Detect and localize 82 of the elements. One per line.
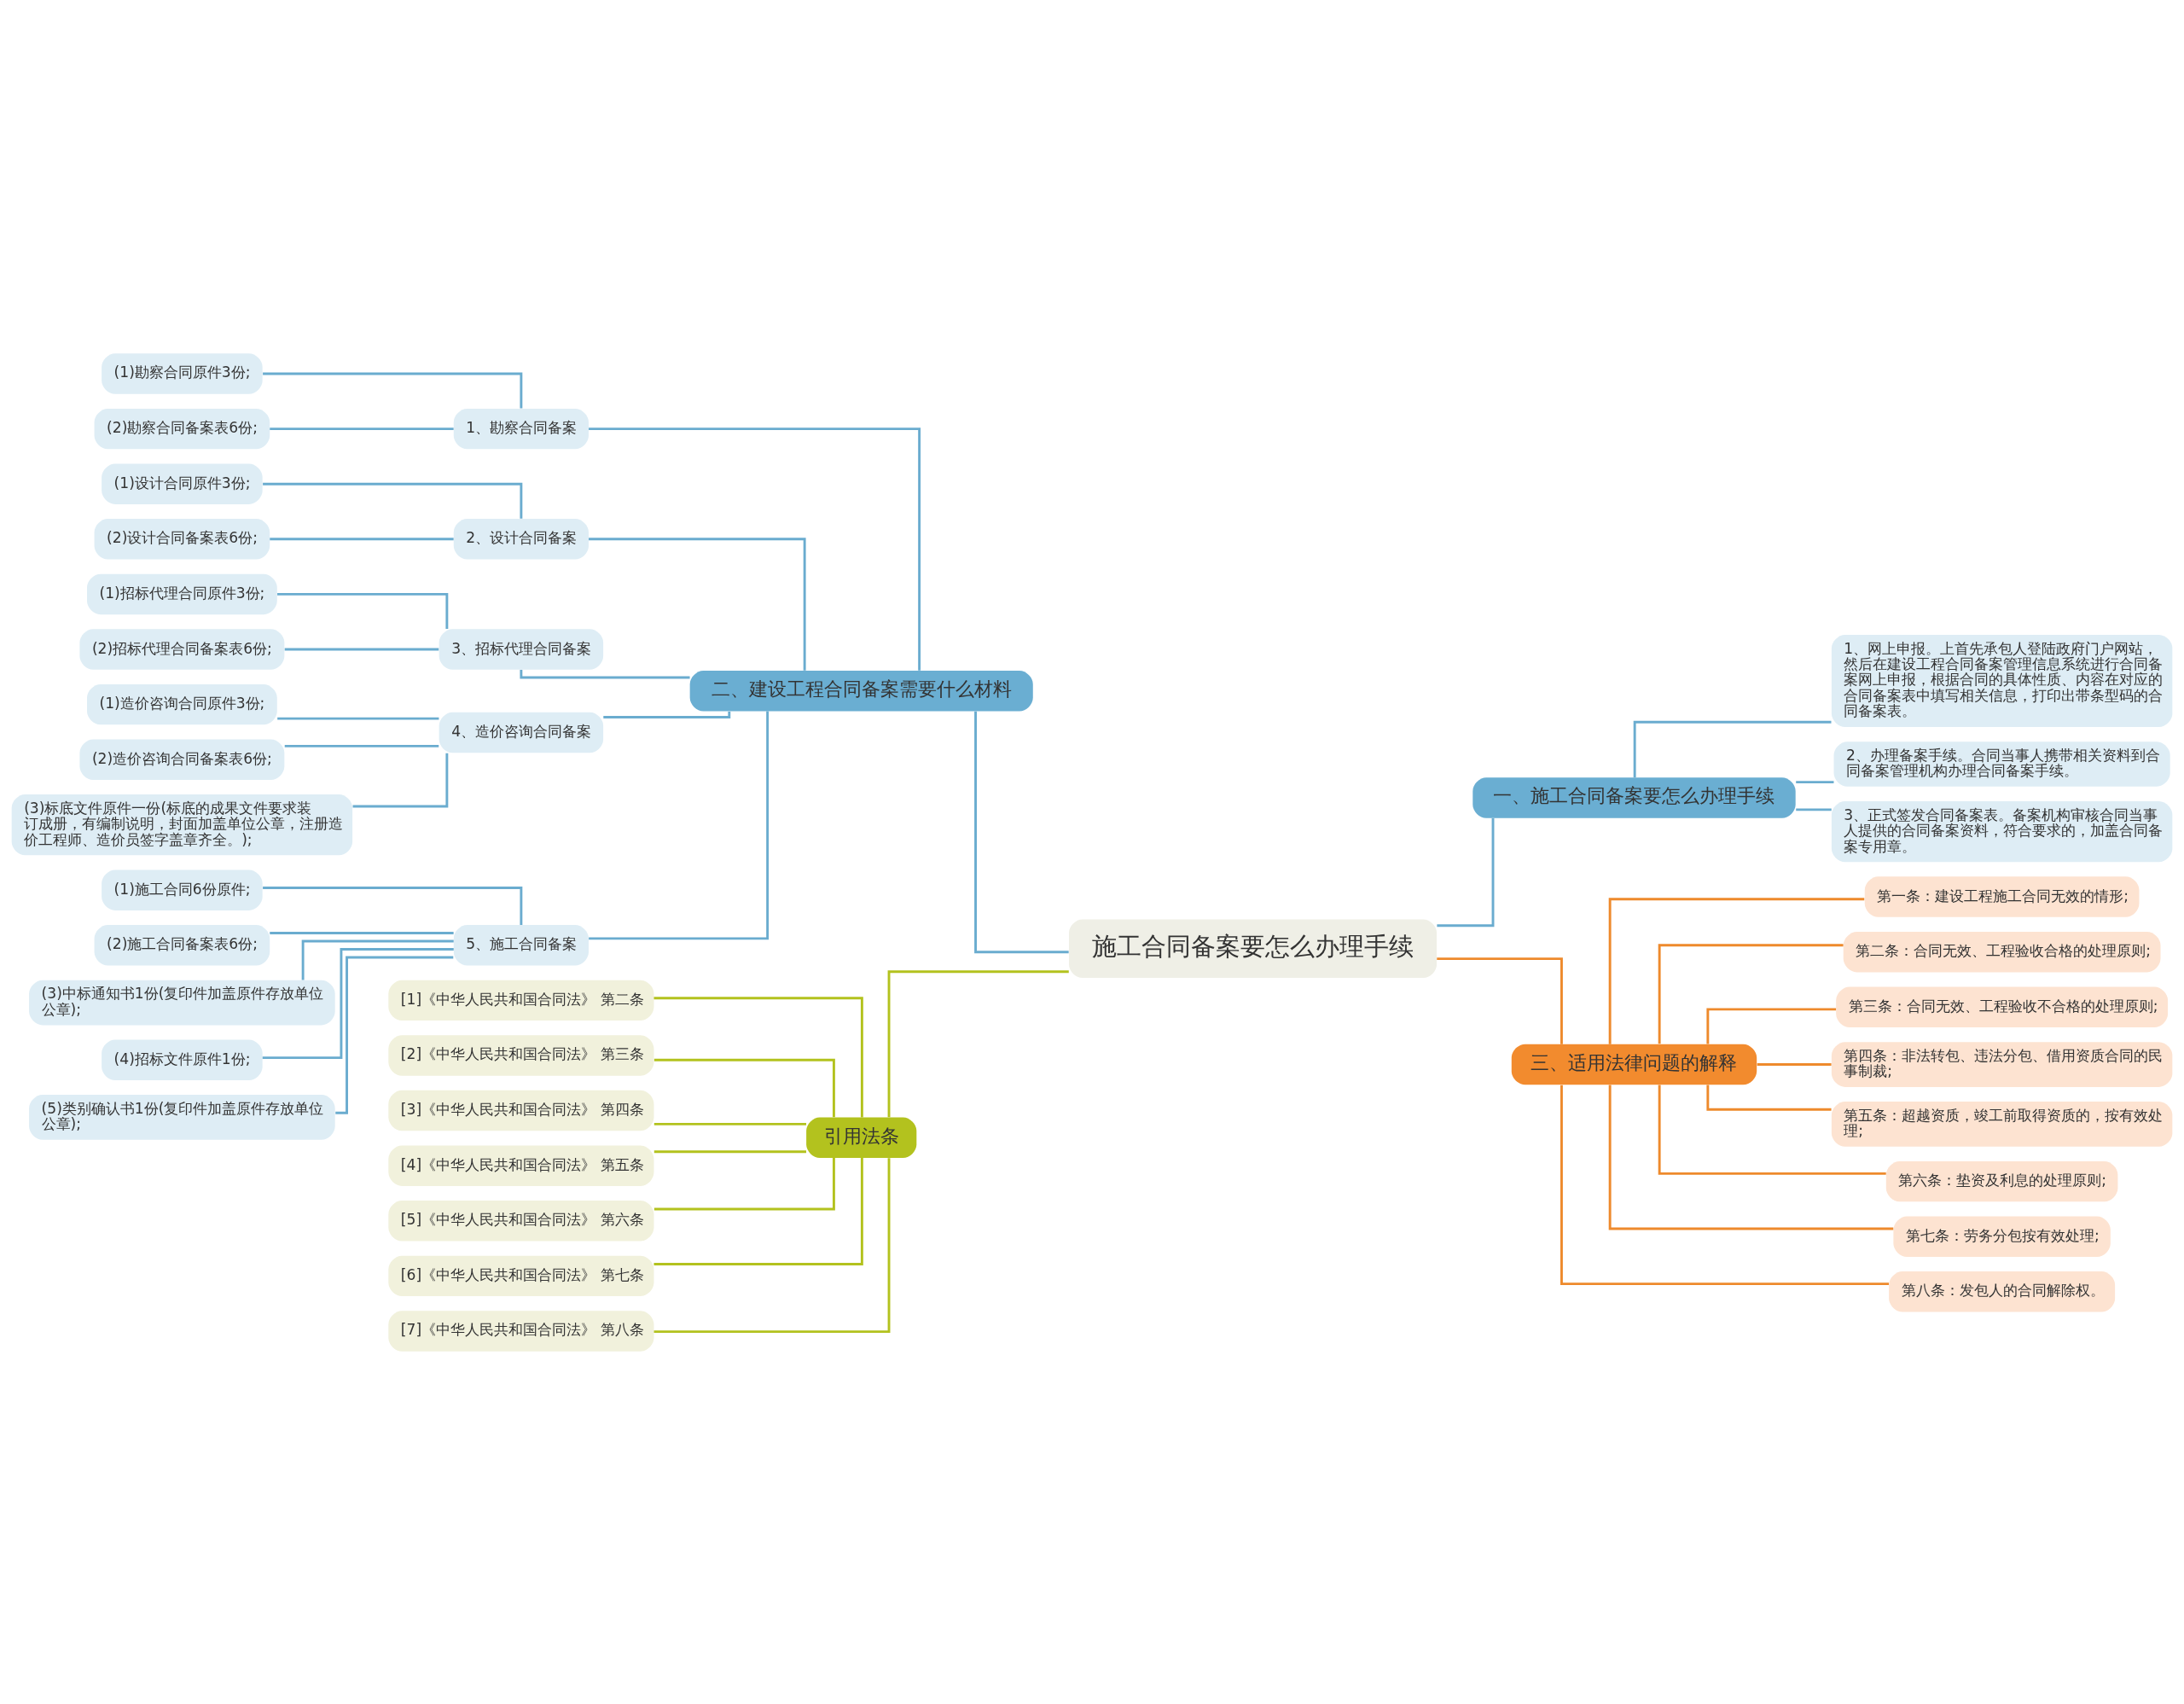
node-box: (2)招标代理合同备案表6份;	[79, 628, 285, 670]
node-box: 第四条：非法转包、违法分包、借用资质合同的民事制裁;	[1831, 1041, 2173, 1087]
node-box: 第五条：超越资质，竣工前取得资质的，按有效处理;	[1831, 1101, 2173, 1147]
node-box: (1)勘察合同原件3份;	[102, 352, 263, 394]
node-box: (2)造价咨询合同备案表6份;	[79, 739, 285, 780]
node-box: [3]《中华人民共和国合同法》 第四条	[388, 1090, 654, 1131]
node-box: [6]《中华人民共和国合同法》 第七条	[388, 1255, 654, 1296]
connector	[653, 1157, 835, 1210]
connector	[1706, 1084, 1832, 1111]
node-box: [2]《中华人民共和国合同法》 第三条	[388, 1034, 654, 1076]
node-box: 1、勘察合同备案	[453, 408, 589, 449]
connector	[1658, 943, 1844, 1044]
connector	[1757, 1062, 1832, 1066]
connector	[1560, 1085, 1889, 1285]
connector	[1796, 807, 1832, 811]
node-box: (1)施工合同6份原件;	[102, 869, 263, 910]
connector	[974, 711, 1069, 953]
connector	[262, 947, 454, 1059]
connector	[1796, 780, 1834, 783]
connector	[270, 537, 454, 540]
connector	[653, 1058, 835, 1117]
node-box: 第七条：劳务分包按有效处理;	[1893, 1216, 2111, 1257]
node-box: (1)设计合同原件3份;	[102, 463, 263, 504]
connector	[270, 931, 454, 934]
connector	[589, 711, 770, 939]
node-box: 引用法条	[806, 1117, 917, 1158]
connector	[352, 753, 449, 807]
connector	[887, 969, 1069, 1117]
node-box: 3、招标代理合同备案	[439, 628, 604, 670]
connector	[277, 592, 449, 629]
node-box: 施工合同备案要怎么办理手续	[1068, 918, 1438, 978]
connector	[653, 1122, 807, 1125]
connector	[653, 996, 863, 1117]
connector	[335, 956, 454, 1114]
connector	[603, 711, 731, 718]
node-box: 第八条：发包人的合同解除权。	[1889, 1271, 2116, 1312]
connector	[653, 1149, 807, 1153]
node-box: (1)造价咨询合同原件3份;	[87, 683, 277, 724]
connector	[263, 482, 523, 519]
connector	[263, 372, 523, 409]
node-box: [5]《中华人民共和国合同法》 第六条	[388, 1200, 654, 1241]
node-box: 第一条：建设工程施工合同无效的情形;	[1864, 875, 2140, 917]
node-box: 第二条：合同无效、工程验收合格的处理原则;	[1843, 931, 2161, 972]
node-box: 三、适用法律问题的解释	[1511, 1044, 1757, 1085]
connector	[1437, 817, 1495, 927]
connector	[301, 939, 454, 980]
connector	[1658, 1085, 1886, 1175]
node-box: 第六条：垫资及利息的处理原则;	[1885, 1160, 2118, 1201]
connector	[1437, 957, 1563, 1044]
connector	[1706, 1007, 1837, 1044]
connector	[1608, 897, 1865, 1044]
node-box: (2)施工合同备案表6份;	[94, 924, 270, 965]
node-box: (4)招标文件原件1份;	[102, 1039, 263, 1080]
node-box: (2)勘察合同备案表6份;	[94, 408, 270, 449]
node-box: 2、办理备案手续。合同当事人携带相关资料到合同备案管理机构办理合同备案手续。	[1833, 741, 2170, 787]
node-box: (3)标底文件原件一份(标底的成果文件要求装订成册，有编制说明，封面加盖单位公章，注册造价工程师、造价员签字盖章齐全。);	[11, 794, 353, 855]
node-box: (5)类别确认书1份(复印件加盖原件存放单位公章);	[29, 1094, 335, 1140]
node-box: 4、造价咨询合同备案	[439, 712, 604, 753]
node-box: 第三条：合同无效、工程验收不合格的处理原则;	[1836, 986, 2169, 1027]
connector	[270, 427, 454, 430]
node-box: [1]《中华人民共和国合同法》 第二条	[388, 980, 654, 1021]
connector	[284, 744, 439, 747]
connector	[1608, 1085, 1894, 1230]
node-box: 3、正式签发合同备案表。备案机构审核合同当事人提供的合同备案资料，符合要求的，加盖合同备案专用章。	[1831, 800, 2173, 862]
connector	[1633, 720, 1832, 777]
node-box: (2)设计合同备案表6份;	[94, 518, 270, 560]
node-box: (3)中标通知书1份(复印件加盖原件存放单位公章);	[29, 980, 335, 1025]
node-box: [4]《中华人民共和国合同法》 第五条	[388, 1144, 654, 1186]
connector	[277, 717, 439, 720]
connector	[653, 1157, 891, 1333]
node-box: 5、施工合同备案	[453, 924, 589, 965]
node-box: 1、网上申报。上首先承包人登陆政府门户网站，然后在建设工程合同备案管理信息系统进行合同备案网上申报，根据合同的具体性质、内容在对应的合同备案表中填写相关信息，打印出带条型码的合同备案表。	[1831, 634, 2173, 727]
connector	[589, 537, 806, 671]
node-box: 二、建设工程合同备案需要什么材料	[689, 670, 1033, 712]
node-box: [7]《中华人民共和国合同法》 第八条	[388, 1310, 654, 1352]
connector	[653, 1157, 863, 1265]
node-box: 2、设计合同备案	[453, 518, 589, 560]
connector	[263, 886, 523, 925]
connector	[284, 648, 439, 650]
node-box: 一、施工合同备案要怎么办理手续	[1472, 776, 1796, 818]
node-box: (1)招标代理合同原件3份;	[87, 573, 277, 614]
connector	[589, 427, 921, 671]
